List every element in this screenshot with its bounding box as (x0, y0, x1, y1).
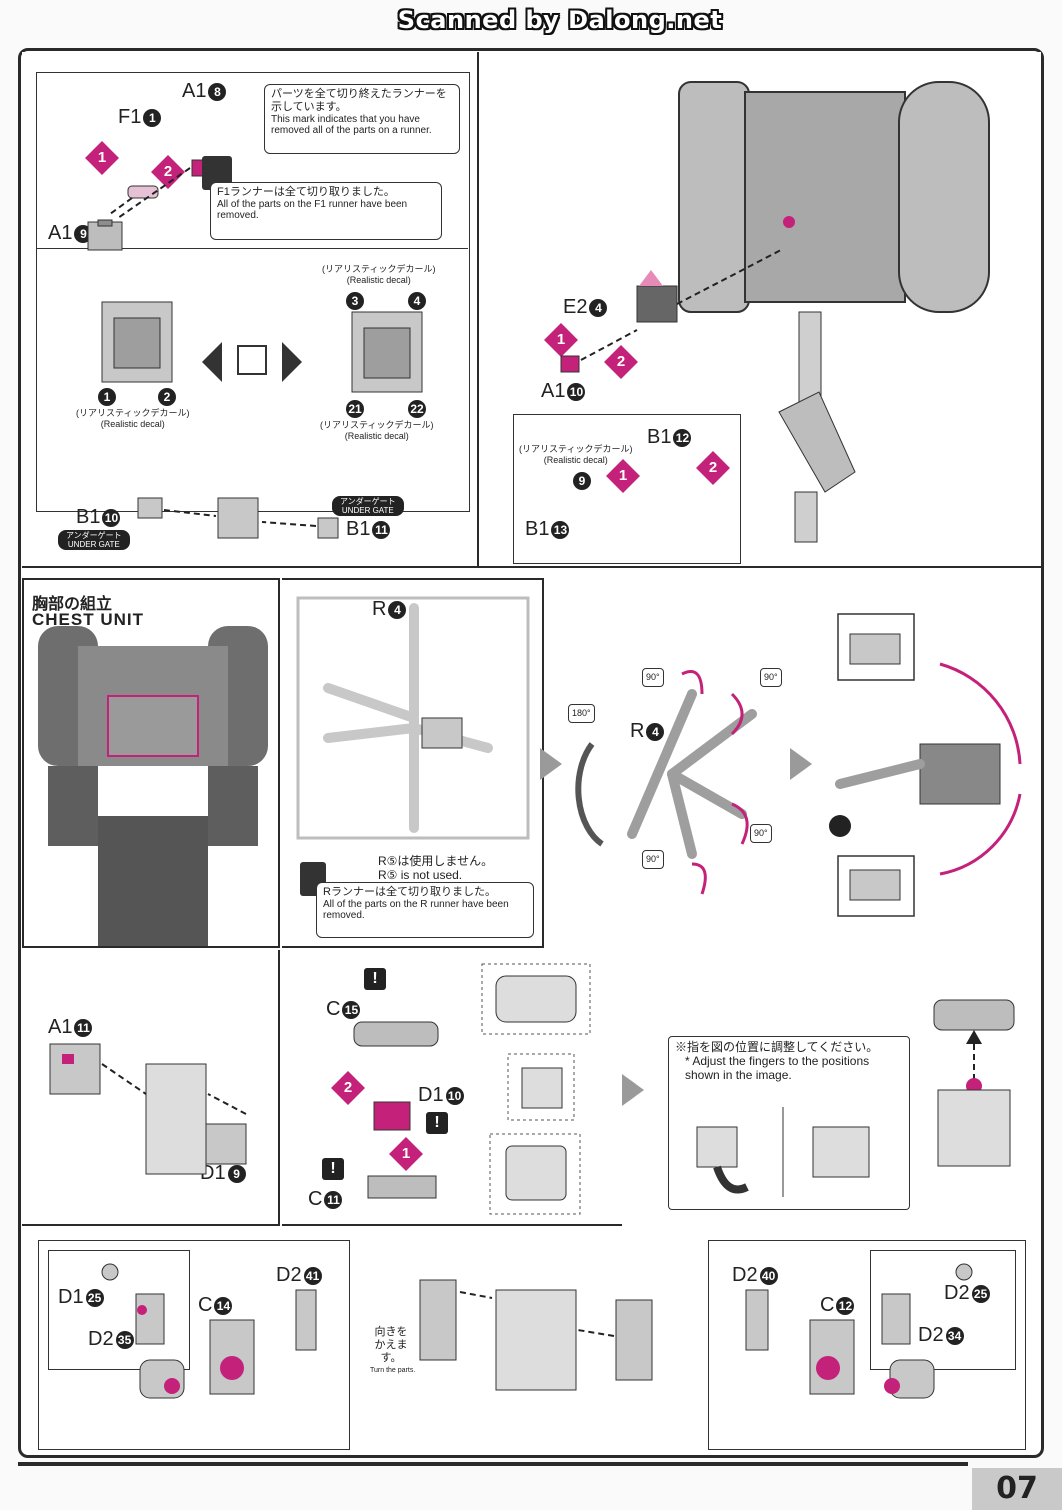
angle-90-c: 90° (750, 824, 772, 843)
sub-box-left (48, 1250, 190, 1370)
r-removed-note: Rランナーは全て切り取りました。 All of the parts on the… (316, 882, 534, 938)
angle-90-d: 90° (642, 850, 664, 869)
chest-assembly-drawing (137, 497, 339, 539)
warning-icon: ! (426, 1112, 448, 1134)
next-arrow-2 (790, 748, 812, 780)
bottom-rule (18, 1462, 968, 1466)
decal-note-top: (リアリスティックデカール)(Realistic decal) (322, 264, 436, 285)
decal-number-2: 2 (156, 388, 176, 406)
decal-number-22: 22 (406, 400, 426, 418)
hand-parts-drawing (353, 963, 591, 1215)
r5-note: R⑤は使用しません。R⑤ is not used. (378, 854, 494, 882)
runner-r-drawing (296, 596, 530, 840)
hand-final-drawing (933, 999, 1015, 1167)
angle-90-a: 90° (642, 668, 664, 687)
watermark: Scanned by Dalong.net (397, 6, 723, 34)
divider (36, 248, 468, 249)
decal-note-right: (リアリスティックデカール)(Realistic decal) (320, 420, 434, 441)
chest-armor-drawing (101, 301, 423, 393)
f1-removed-note: F1ランナーは全て切り取りました。 All of the parts on th… (210, 182, 442, 240)
sub-box-right (870, 1250, 1016, 1370)
turn-parts-note: 向きを かえます。 Turn the parts. (370, 1326, 416, 1374)
wrist-parts-drawing (101, 1263, 973, 1399)
angle-90-b: 90° (760, 668, 782, 687)
next-arrow-1 (540, 748, 562, 780)
step-2-badge-b1: 2 (696, 451, 730, 485)
decal-number-9: 9 (571, 472, 591, 490)
decal-number-3: 3 (344, 292, 364, 310)
hand-frame-rotation-drawing (575, 670, 757, 895)
panel-hand-fold (820, 594, 1040, 934)
decal-note-left: (リアリスティックデカール)(Realistic decal) (76, 408, 190, 429)
decal-number-21: 21 (344, 400, 364, 418)
hammer-core-drawing (560, 249, 782, 373)
next-arrow-3 (622, 1074, 644, 1106)
decal-number-1: 1 (96, 388, 116, 406)
robot-chest-drawing (38, 626, 268, 946)
hammer-drawing (678, 81, 990, 543)
warning-icon: ! (364, 968, 386, 990)
finger-position-drawing (696, 1107, 870, 1197)
angle-180: 180° (568, 704, 595, 723)
chest-title-jp: 胸部の組立 (32, 596, 113, 613)
hand-assembly-drawing (49, 1043, 247, 1175)
decal-note-b1: (リアリスティックデカール)(Realistic decal) (519, 444, 633, 465)
panel-wrist-assembly (38, 1240, 350, 1450)
runner-mark-note: パーツを全て切り終えたランナーを示しています。 This mark indica… (264, 84, 460, 154)
decal-number-4: 4 (406, 292, 426, 310)
chest-title-en: CHEST UNIT (32, 610, 144, 629)
warning-icon: ! (322, 1158, 344, 1180)
adjust-fingers-panel: ※指を図の位置に調整してください。 * Adjust the fingers t… (668, 1036, 910, 1210)
panel-chest-unit: 胸部の組立 CHEST UNIT (22, 578, 280, 948)
hand-fold-drawing (829, 613, 1022, 917)
step-1-badge-b1: 1 (606, 459, 640, 493)
page-number: 07 (972, 1468, 1062, 1510)
b1-detail-box (513, 414, 741, 564)
panel-wrist-assembly-right (708, 1240, 1026, 1450)
